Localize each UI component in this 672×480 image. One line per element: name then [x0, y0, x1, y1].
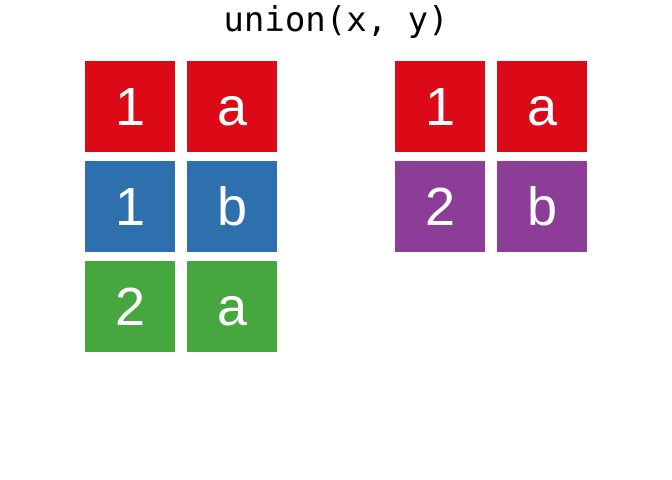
table-cell: 2: [395, 161, 485, 252]
table-cell: 2: [85, 261, 175, 352]
table-cell: 1: [85, 61, 175, 152]
table-cell: b: [497, 161, 587, 252]
table-cell: a: [187, 61, 277, 152]
diagram-title: union(x, y): [223, 0, 449, 40]
table-cell: 1: [85, 161, 175, 252]
table-cell: 1: [395, 61, 485, 152]
table-cell: a: [187, 261, 277, 352]
table-cell: a: [497, 61, 587, 152]
table-cell: b: [187, 161, 277, 252]
